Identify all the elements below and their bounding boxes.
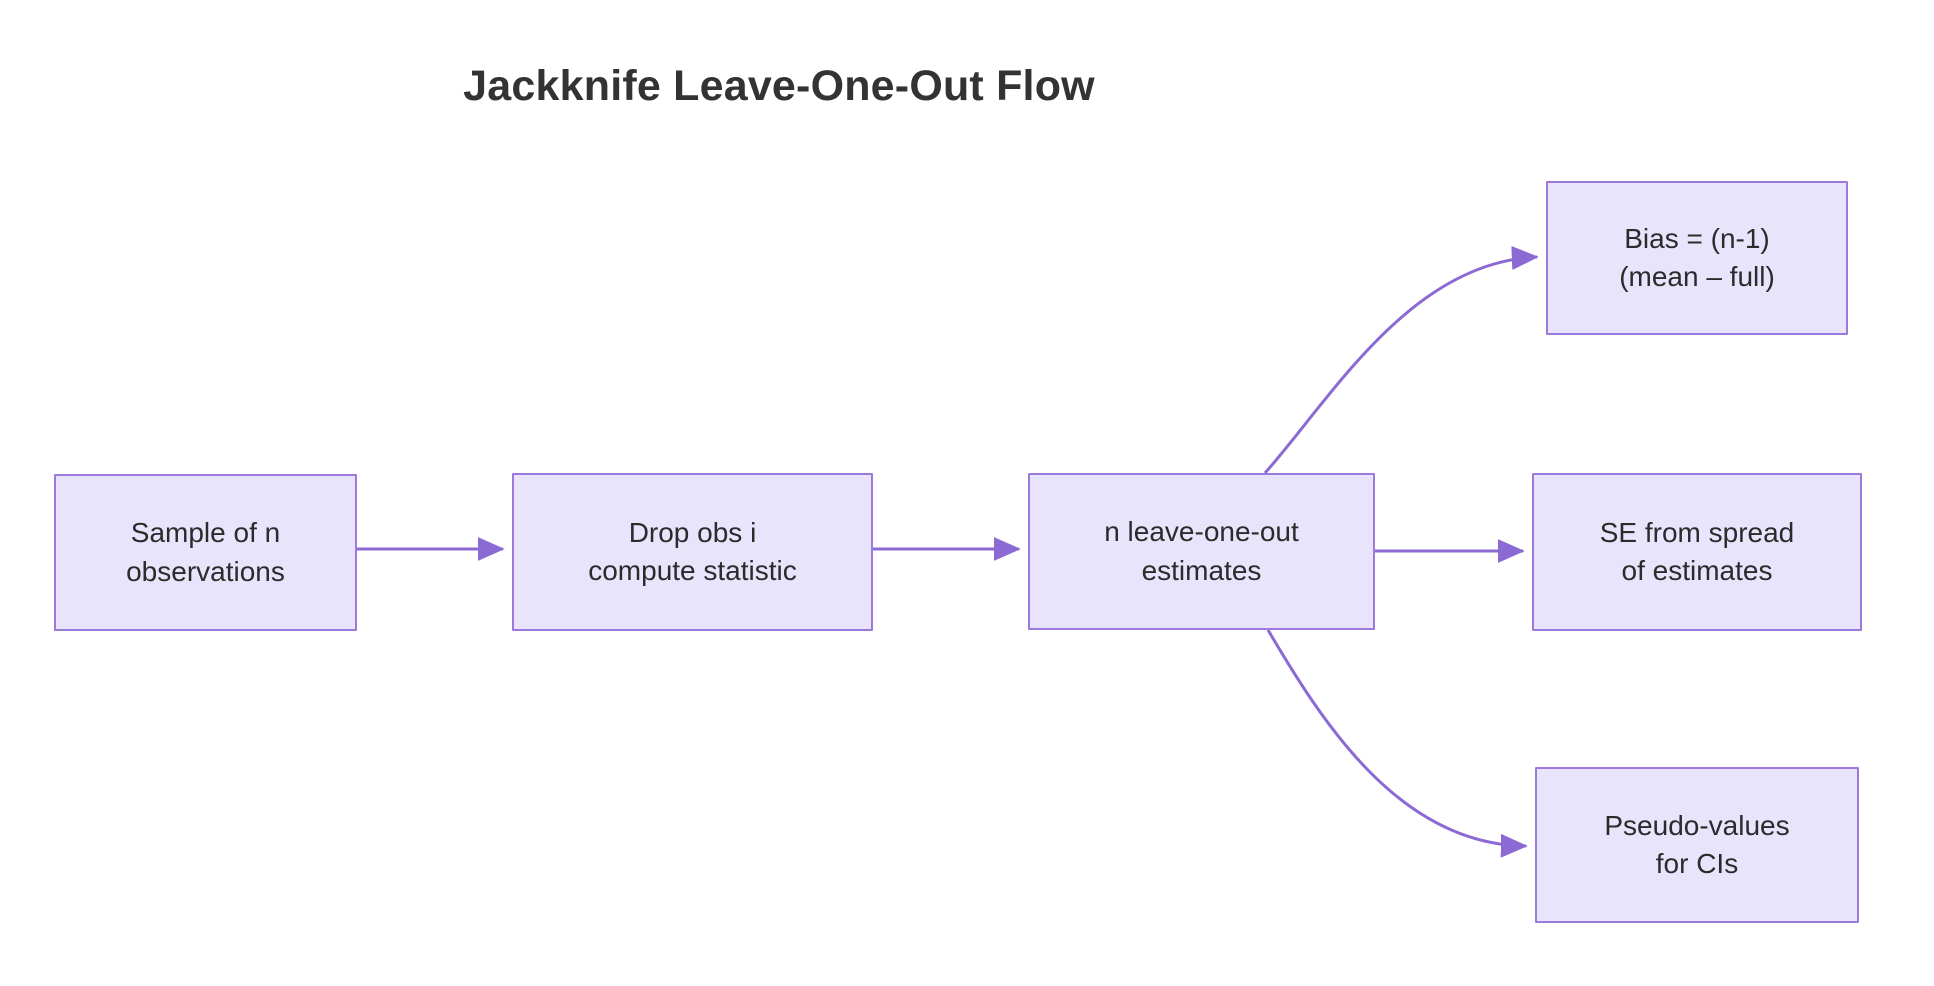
node-se-from-spread-of-estimates[interactable]: SE from spread of estimates [1532, 473, 1862, 631]
node-bias-formula[interactable]: Bias = (n-1) (mean – full) [1546, 181, 1848, 335]
node-drop-obs-compute-statistic[interactable]: Drop obs i compute statistic [512, 473, 873, 631]
node-label: Drop obs i compute statistic [588, 516, 797, 586]
node-label: Sample of n observations [126, 517, 285, 587]
node-sample-of-n-observations[interactable]: Sample of n observations [54, 474, 357, 631]
page-title-text: Jackknife Leave-One-Out Flow [463, 62, 1095, 110]
node-label: n leave-one-out estimates [1104, 516, 1299, 586]
node-label: Pseudo-values for CIs [1604, 809, 1790, 879]
edge-estimates-bias [1263, 246, 1539, 474]
edge-estimates-pseudo [1266, 629, 1528, 858]
node-n-leave-one-out-estimates[interactable]: n leave-one-out estimates [1028, 473, 1375, 630]
node-label: Bias = (n-1) (mean – full) [1619, 222, 1775, 292]
node-label: SE from spread of estimates [1599, 516, 1795, 586]
node-pseudo-values-for-cis[interactable]: Pseudo-values for CIs [1535, 767, 1859, 923]
page-title: Jackknife Leave-One-Out Flow [0, 62, 1934, 111]
